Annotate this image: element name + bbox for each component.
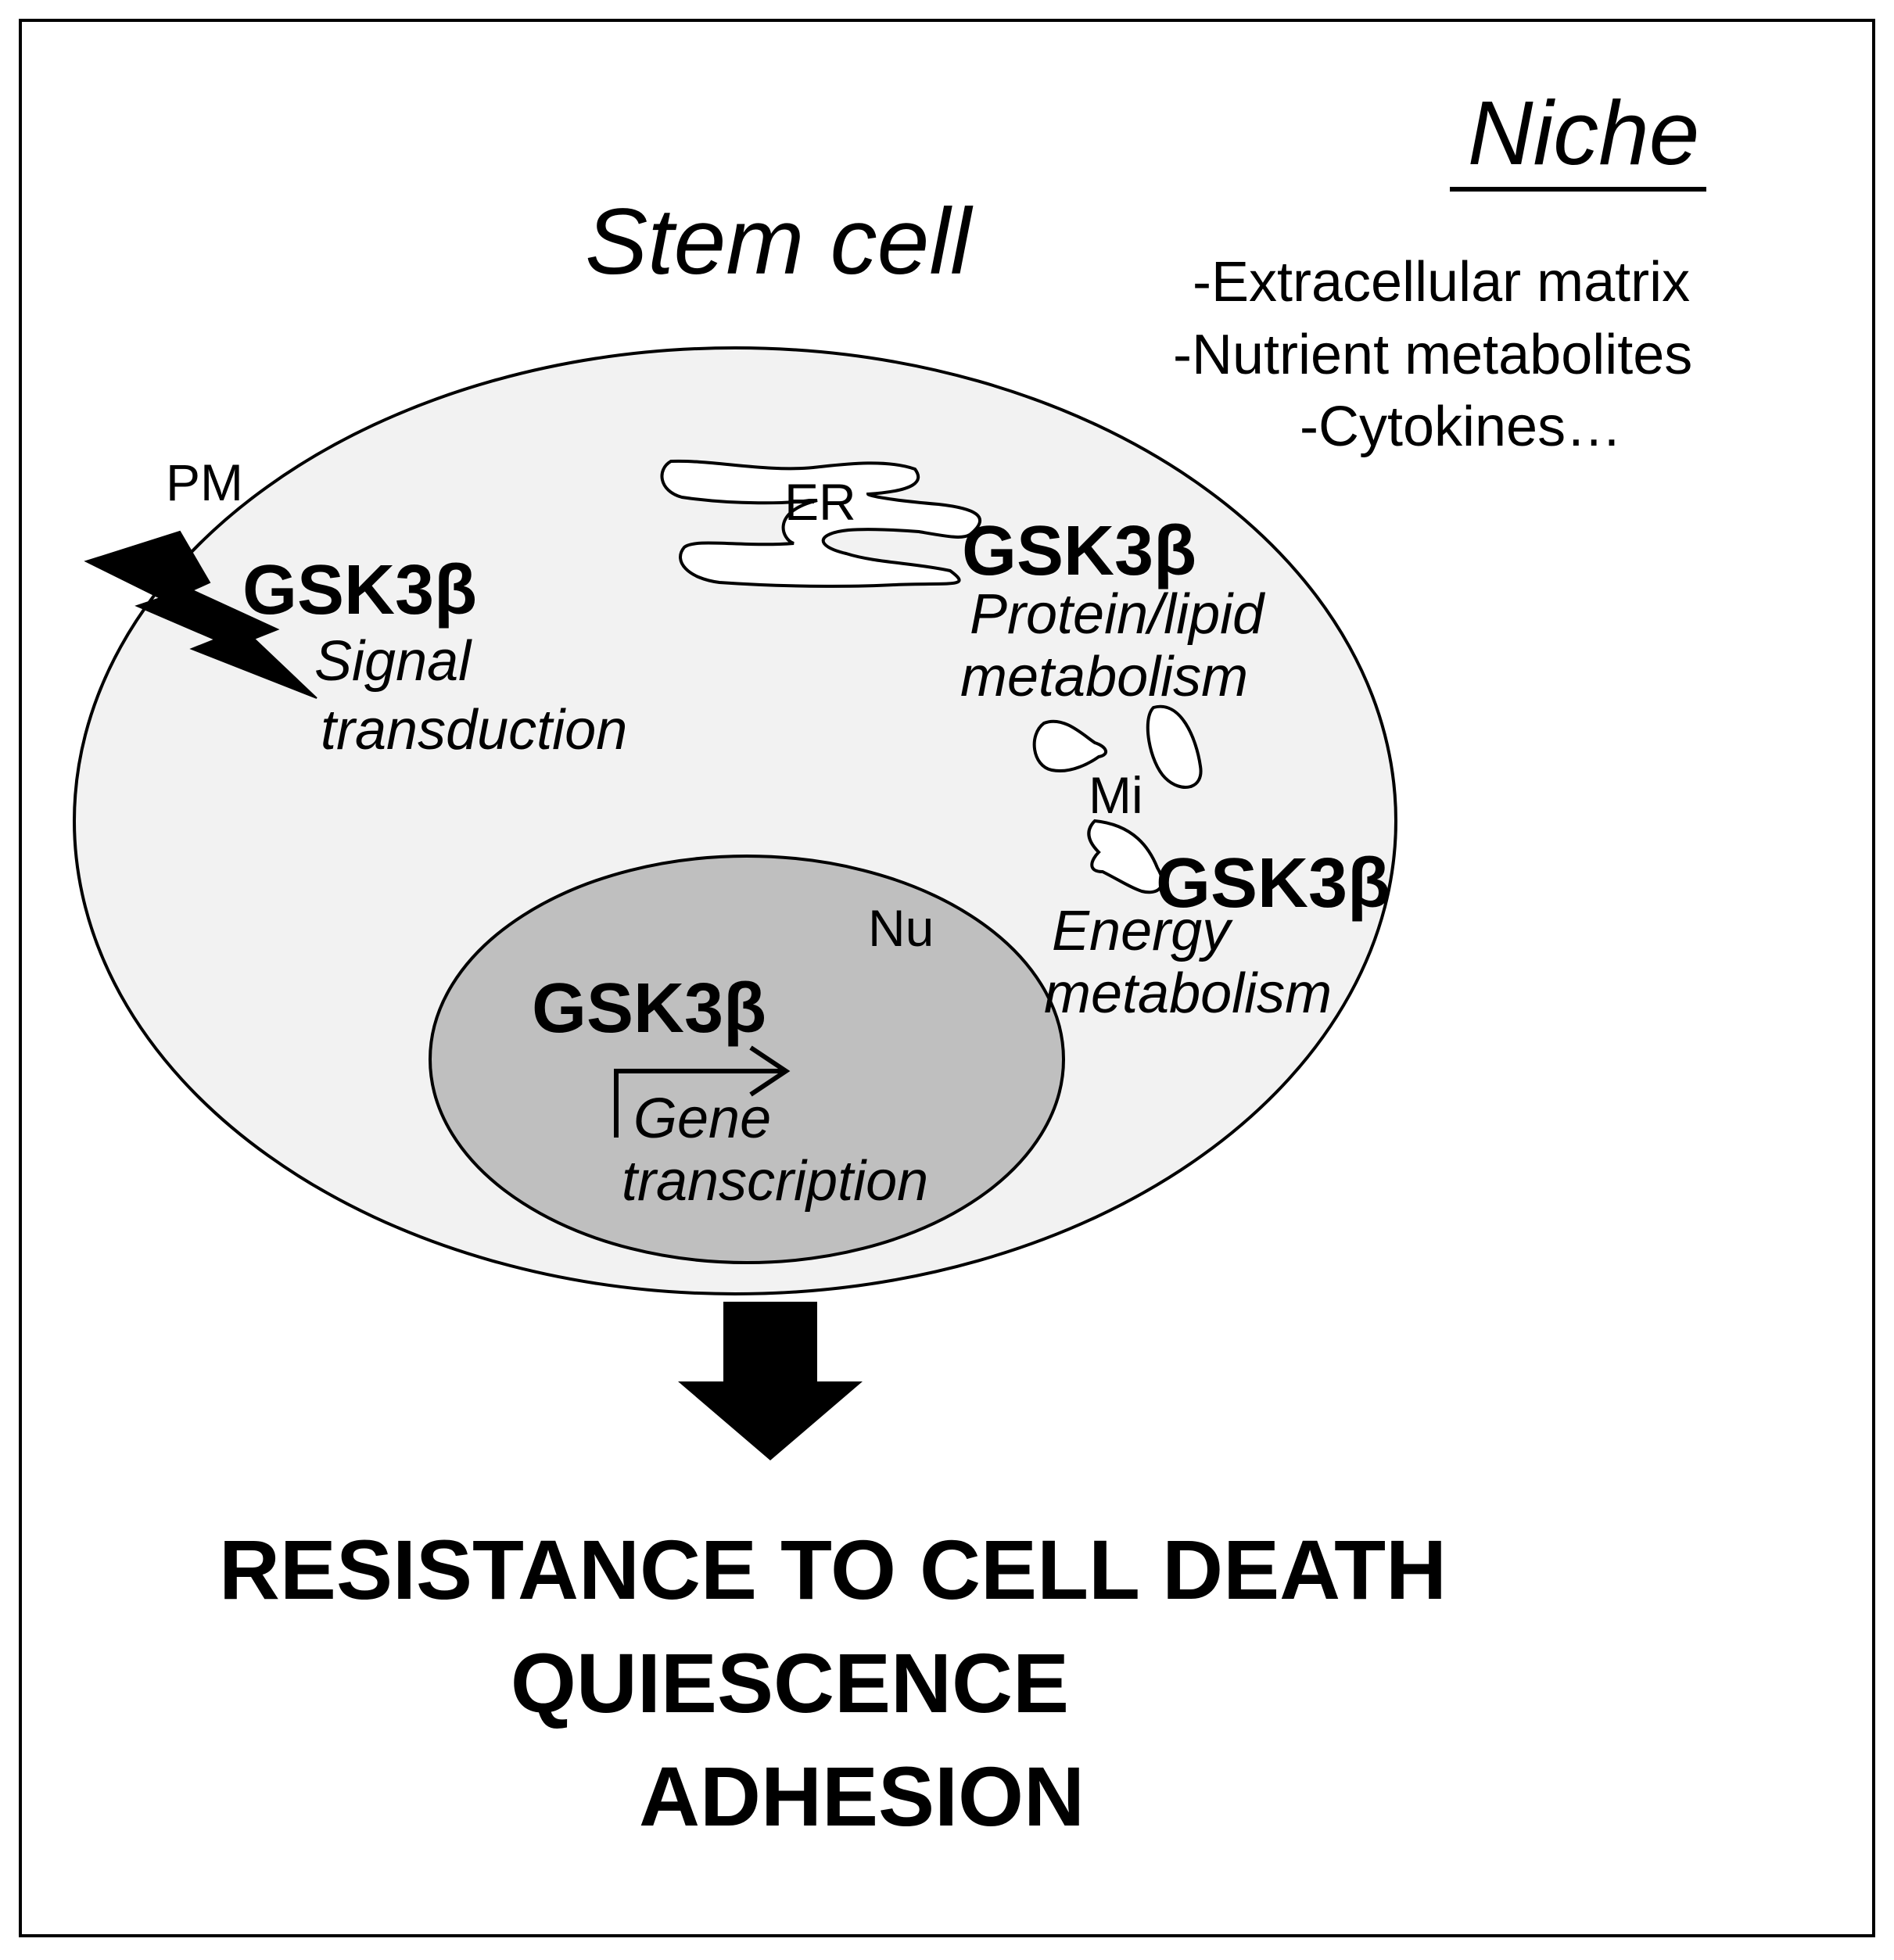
outcome-resistance-to-cell-death: RESISTANCE TO CELL DEATH bbox=[219, 1522, 1447, 1617]
gsk3b-pm-label: GSK3β bbox=[242, 551, 477, 629]
protein-lipid-line2: metabolism bbox=[960, 646, 1248, 708]
mitochondrion-1-icon bbox=[1032, 719, 1107, 772]
nucleus bbox=[429, 855, 1065, 1264]
protein-lipid-line1: Protein/lipid bbox=[970, 583, 1265, 646]
gene-transcription-line2: transcription bbox=[622, 1150, 928, 1213]
signal-transduction-line1: Signal bbox=[314, 630, 472, 693]
mi-label: Mi bbox=[1089, 766, 1143, 824]
mitochondrion-3-icon bbox=[1087, 819, 1164, 894]
gsk3b-nu-label: GSK3β bbox=[532, 969, 766, 1048]
outcome-down-arrow-icon bbox=[678, 1302, 863, 1460]
transcription-arrow-icon bbox=[614, 1069, 782, 1138]
signal-lightning-icon bbox=[84, 530, 317, 699]
niche-item-nutrient-metabolites: -Nutrient metabolites bbox=[1173, 324, 1692, 386]
er-label: ER bbox=[784, 473, 856, 531]
niche-item-extracellular-matrix: -Extracellular matrix bbox=[1193, 251, 1690, 314]
energy-metabolism-line1: Energy bbox=[1052, 900, 1233, 962]
niche-item-cytokines: -Cytokines… bbox=[1300, 396, 1622, 458]
stem-cell-title: Stem cell bbox=[585, 189, 974, 294]
signal-transduction-line2: transduction bbox=[321, 699, 627, 761]
energy-metabolism-line2: metabolism bbox=[1044, 962, 1332, 1025]
gsk3b-mi-label: GSK3β bbox=[1156, 844, 1390, 923]
er-organelle-icon bbox=[660, 459, 981, 588]
outcome-quiescence: QUIESCENCE bbox=[511, 1636, 1069, 1730]
gene-transcription-line1: Gene bbox=[633, 1087, 771, 1150]
nu-label: Nu bbox=[868, 899, 934, 957]
pm-label: PM bbox=[166, 453, 243, 511]
gsk3b-er-label: GSK3β bbox=[962, 512, 1196, 590]
stem-cell-body bbox=[73, 346, 1397, 1295]
outcome-adhesion: ADHESION bbox=[639, 1749, 1085, 1844]
niche-title: Niche bbox=[1468, 82, 1700, 184]
mitochondrion-2-icon bbox=[1146, 704, 1203, 789]
transcription-arrowhead-icon bbox=[749, 1045, 791, 1097]
